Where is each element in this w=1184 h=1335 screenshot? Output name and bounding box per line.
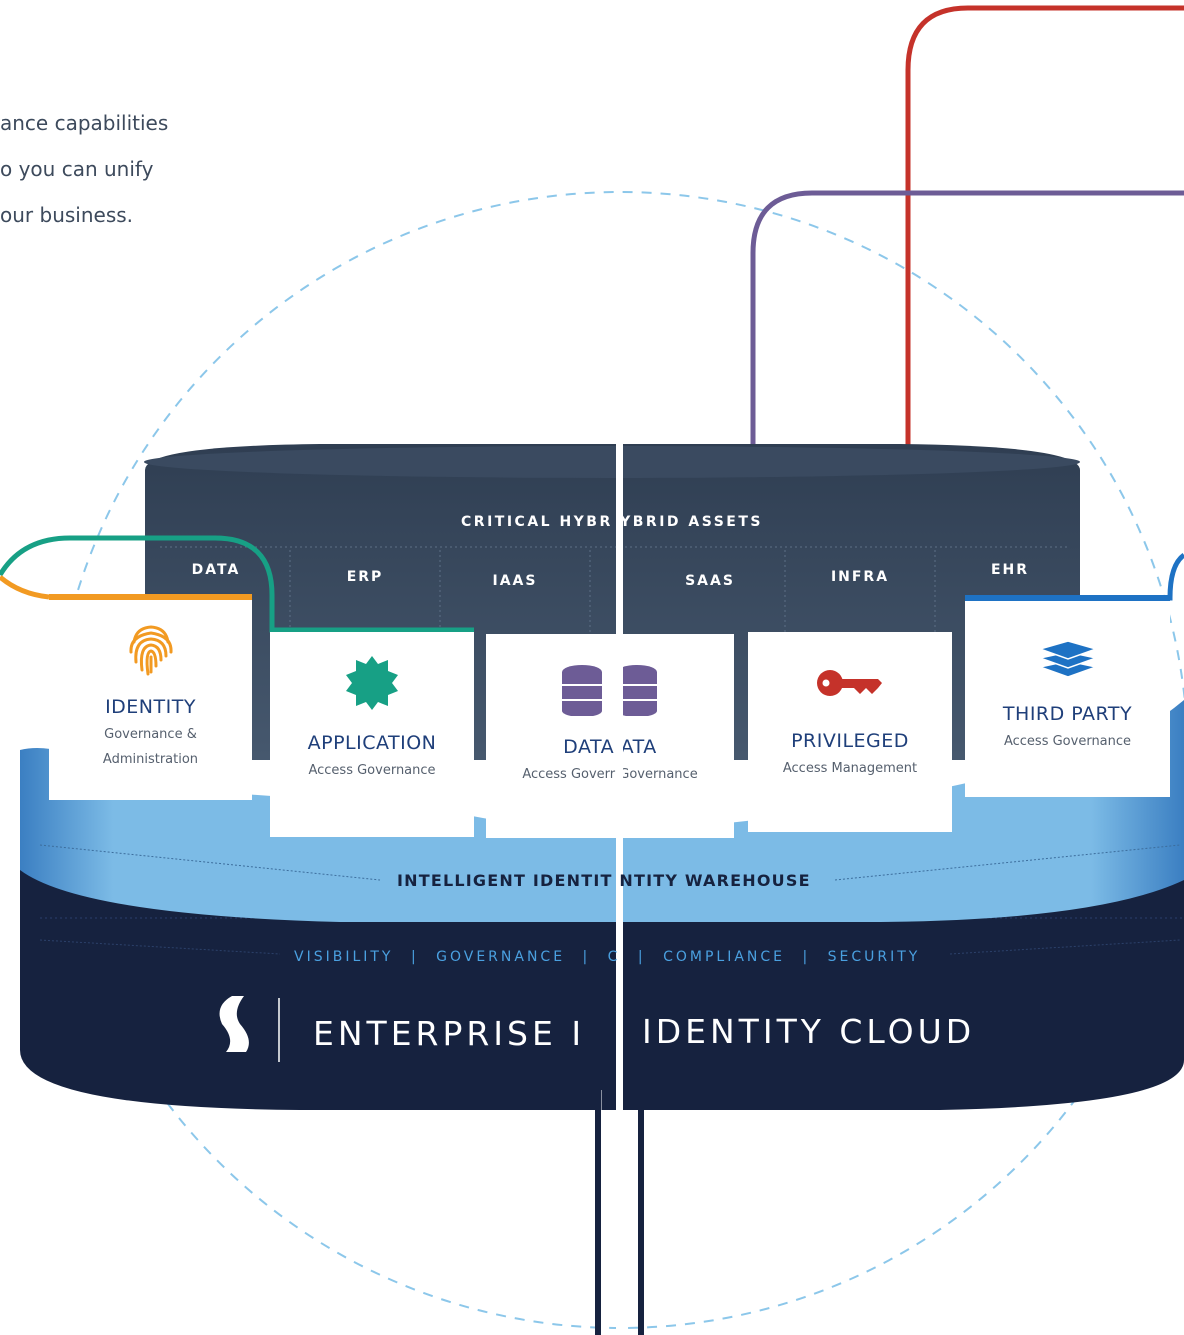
application-card-subtitle: Access Governance [308,763,436,778]
key-icon [817,670,882,696]
third-party-card-accent [965,595,1170,601]
pillar-compliance: COMPLIANCE [663,949,785,965]
data-card-subtitle: Access Goverr Governance [522,767,698,782]
asset-column-saas: SAAS [685,573,735,589]
hybrid-assets-title: CRITICAL HYBR YBRID ASSETS [461,514,763,530]
asset-column-infra: INFRA [830,569,890,585]
identity-card-title: IDENTITY [105,696,196,718]
layers-icon [1037,640,1098,678]
intro-line: o you can unify [0,157,154,181]
identity-card-subtitle: Governance & [104,727,197,742]
down-line-right-overlay [638,1088,644,1335]
pillar-c: C [607,949,621,965]
cloud-band [20,860,1184,1110]
cloud-title-right: IDENTITY CLOUD [642,1012,976,1051]
warehouse-wave [20,700,1184,922]
third-party-card-title: THIRD PARTY [1002,703,1133,725]
warehouse-label: INTELLIGENT IDENTIT NTITY WAREHOUSE [397,871,811,890]
asset-column-data: DATA [191,562,241,578]
data-card-title: DATA ATA [563,736,657,758]
pillar-separator: | [802,949,811,965]
identity-card[interactable]: IDENTITY Governance & Administration [49,600,252,800]
pillar-separator: | [637,949,646,965]
data-card[interactable]: DATA ATA Access Goverr Governance [486,634,734,838]
third-party-card[interactable]: THIRD PARTY Access Governance [965,601,1170,797]
privileged-card[interactable]: PRIVILEGED Access Management [748,632,952,832]
application-connector-line [0,535,474,633]
pillar-security: SECURITY [827,949,921,965]
intro-text: ance capabilities o you can unify our bu… [0,100,200,238]
intro-line: our business. [0,203,134,227]
database-icon [562,665,657,716]
identity-accent-curve [0,575,50,600]
fingerprint-icon [128,625,173,676]
asset-column-erp: ERP [346,569,384,585]
application-card-title: APPLICATION [307,732,437,754]
privileged-card-subtitle: Access Management [782,761,918,776]
application-card[interactable]: APPLICATION Access Governance [270,632,474,837]
s-logo-icon [219,996,249,1052]
intro-line: ance capabilities [0,111,169,135]
pillar-visibility: VISIBILITY [294,949,394,965]
gear-badge-icon [346,656,398,710]
cloud-title-left: ENTERPRISE I [313,1014,586,1053]
pillar-separator: | [410,949,419,965]
identity-card-accent [49,594,252,600]
identity-card-subtitle-2: Administration [102,752,199,767]
asset-column-iaas: IAAS [492,573,538,589]
pillar-governance: GOVERNANCE [436,949,566,965]
third-party-card-subtitle: Access Governance [1003,734,1132,749]
split-divider-overlay [616,405,623,1335]
down-line-left-overlay [595,1088,601,1335]
pillar-separator: | [582,949,591,965]
asset-column-ehr: EHR [990,562,1030,578]
privileged-card-title: PRIVILEGED [791,730,909,752]
pillars-row: VISIBILITY | GOVERNANCE | C | COMPLIANCE… [294,949,920,965]
